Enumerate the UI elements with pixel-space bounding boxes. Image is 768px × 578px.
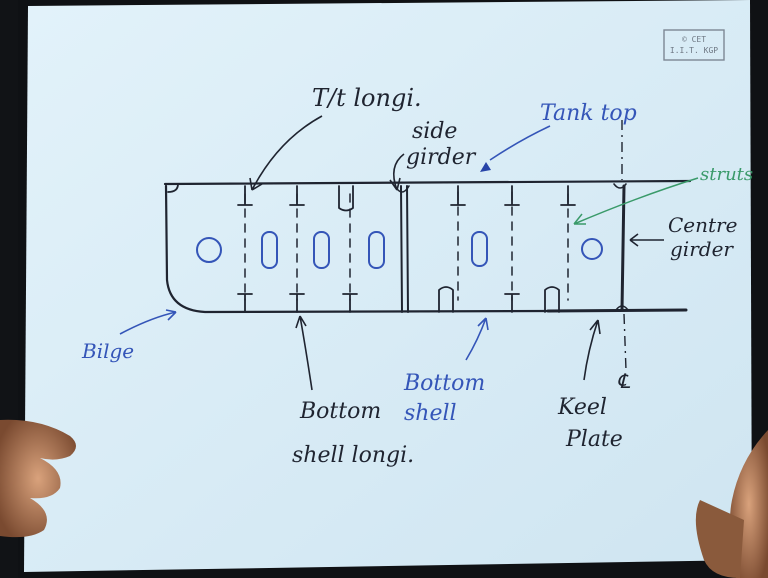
arrow-tank-top (489, 125, 551, 161)
label-bottom-shell-longi-line1: Bottom (299, 399, 381, 424)
side-girder (400, 185, 409, 313)
arrow-struts (573, 177, 699, 225)
floor-dashed-lines (244, 191, 569, 301)
label-bottom-shell-line1: Bottom (403, 371, 485, 396)
label-centre-girder-line1: Centre (668, 213, 737, 237)
label-bottom-shell-longi-line2: shell longi. (292, 443, 414, 468)
presenter-hand-right (695, 430, 768, 578)
arrow-bottom-shell (465, 317, 489, 361)
tank-top-longitudinals (237, 185, 576, 212)
centreline (621, 120, 627, 371)
arrow-centre-girder (629, 233, 664, 247)
label-centre-girder-line2: girder (670, 237, 734, 261)
cet-logo: © CET I.I.T. KGP (663, 29, 725, 61)
label-keel-plate-line1: Keel (557, 395, 607, 420)
centreline-symbol: ℄ (617, 369, 631, 393)
arrow-bottom-shell-longi (295, 315, 313, 391)
tank-top-line (163, 179, 692, 186)
label-side-girder-line2: girder (406, 145, 477, 170)
double-bottom-section (163, 179, 692, 314)
arrow-keel-plate (583, 319, 601, 381)
presenter-hand-left (0, 419, 76, 538)
logo-line-2: I.I.T. KGP (670, 46, 718, 55)
arrow-tank-top-head (480, 162, 491, 172)
lightening-holes (196, 231, 603, 269)
arrow-bilge (119, 309, 177, 335)
paper-sheet (24, 0, 752, 572)
keel-plate-line (546, 308, 688, 313)
logo-line-1: © CET (682, 35, 706, 44)
centre-girder (620, 184, 626, 312)
label-bilge: Bilge (81, 339, 134, 363)
label-struts: struts (700, 164, 753, 185)
label-tank-top: Tank top (540, 101, 637, 126)
label-side-girder-line1: side (412, 119, 457, 144)
arrow-side-girder (389, 153, 405, 191)
label-tt-longi: T/t longi. (312, 84, 422, 112)
bottom-shell-longitudinals (237, 286, 560, 313)
arrow-tt-longi (249, 115, 323, 191)
label-bottom-shell-line2: shell (404, 401, 457, 426)
bottom-shell-line (164, 184, 550, 314)
label-keel-plate-line2: Plate (565, 427, 623, 452)
